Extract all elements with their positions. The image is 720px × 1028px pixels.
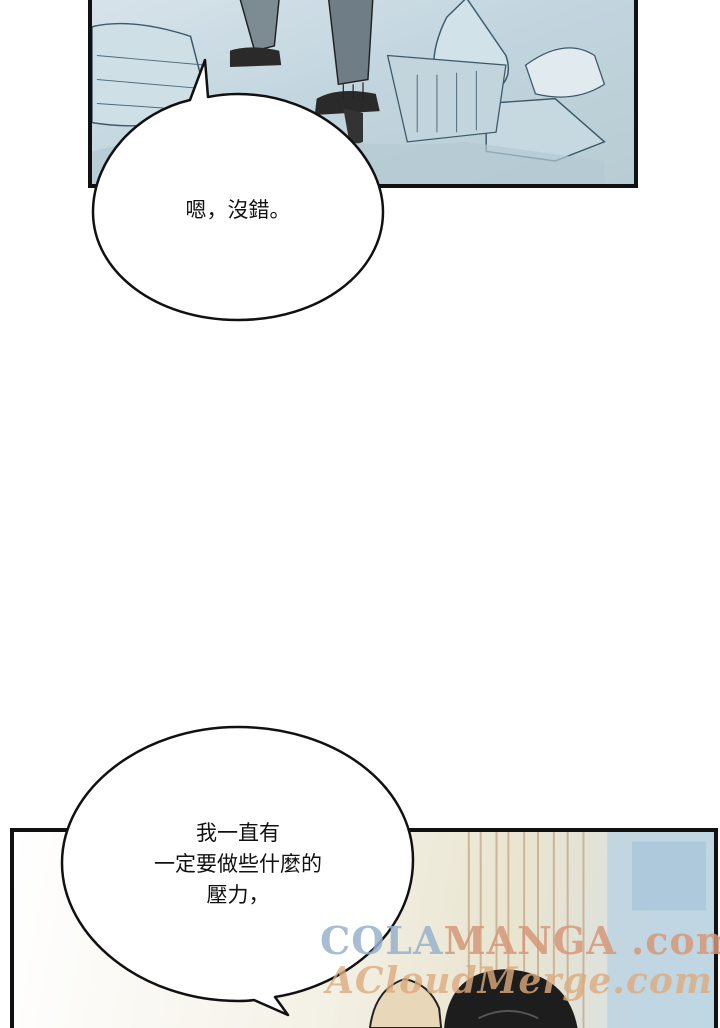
- speech-bubble-top-text: 嗯，沒錯。: [92, 196, 384, 225]
- watermark-site: ACloudMerge.com: [326, 960, 713, 1002]
- watermark-brand-c: .com: [631, 918, 720, 963]
- watermark-brand-a: COLA: [320, 918, 444, 963]
- speech-bubble-bottom-text: 我一直有 一定要做些什麼的 壓力，: [60, 818, 416, 911]
- bubble-bottom-line-1: 我一直有: [196, 821, 280, 845]
- watermark-brand: COLAMANGA .com: [320, 918, 720, 963]
- speech-bubble-top: [91, 58, 385, 322]
- watermark-brand-b: MANGA: [443, 918, 617, 963]
- bubble-bottom-line-3: 壓力，: [206, 883, 270, 907]
- bubble-top-line-1: 嗯，沒錯。: [185, 198, 291, 222]
- bubble-bottom-line-2: 一定要做些什麼的: [154, 852, 322, 876]
- speech-bubble-bottom: [60, 725, 415, 1017]
